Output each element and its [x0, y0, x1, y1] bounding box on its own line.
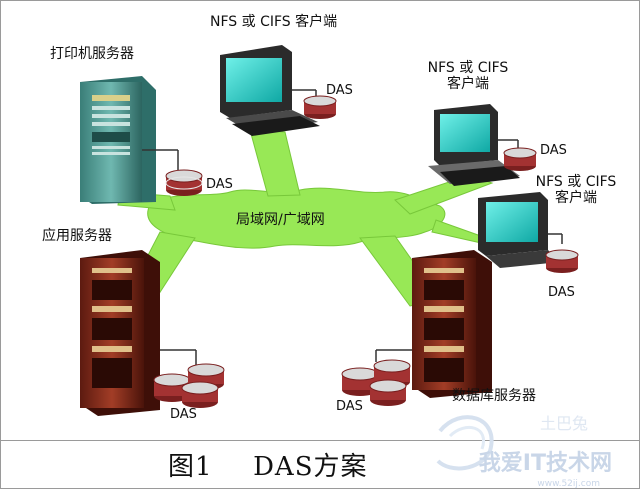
print-server-label: 打印机服务器 [50, 46, 134, 62]
print-server [80, 76, 179, 204]
figure-caption: 图1 DAS方案 [168, 446, 368, 483]
client-right-2-label-line2: 客户端 [555, 190, 597, 207]
network-diagram [80, 45, 579, 416]
caption-title: DAS方案 [253, 452, 368, 482]
app-server [80, 250, 197, 416]
client-top [220, 45, 337, 136]
watermark-sub: www.52ij.com [537, 479, 600, 489]
das-label-client-right-2: DAS [548, 285, 575, 300]
client-right-1-label-line1: NFS 或 CIFS [427, 60, 509, 76]
client-right-1-label-line2: 客户端 [447, 76, 489, 93]
das-label-print: DAS [206, 177, 233, 192]
watermark-logo-text: 土巴兔 [540, 414, 588, 433]
client-right-2-label: NFS 或 CIFS 客户端 [518, 174, 634, 206]
caption-number: 图1 [168, 452, 213, 482]
das-label-client-right-1: DAS [540, 143, 567, 158]
client-top-label: NFS 或 CIFS 客户端 [210, 14, 338, 30]
das-disks-app [153, 363, 225, 408]
client-right-1 [428, 104, 537, 186]
client-right-2-label-line1: NFS 或 CIFS [535, 174, 617, 190]
das-label-app: DAS [170, 407, 197, 422]
das-label-client-top: DAS [326, 83, 353, 98]
watermark-text: 我爱IT技术网 [478, 451, 612, 476]
app-server-label: 应用服务器 [42, 228, 112, 244]
das-disk-print [165, 169, 203, 196]
db-server-label: 数据库服务器 [452, 388, 536, 404]
das-label-db: DAS [336, 399, 363, 414]
watermark-logo: 土巴兔 [436, 414, 588, 471]
caption-divider [0, 440, 640, 441]
db-server [375, 250, 492, 398]
client-right-2 [478, 192, 579, 273]
network-label: 局域网/广域网 [236, 212, 325, 228]
das-disks-db [341, 359, 411, 406]
client-right-1-label: NFS 或 CIFS 客户端 [408, 60, 528, 92]
